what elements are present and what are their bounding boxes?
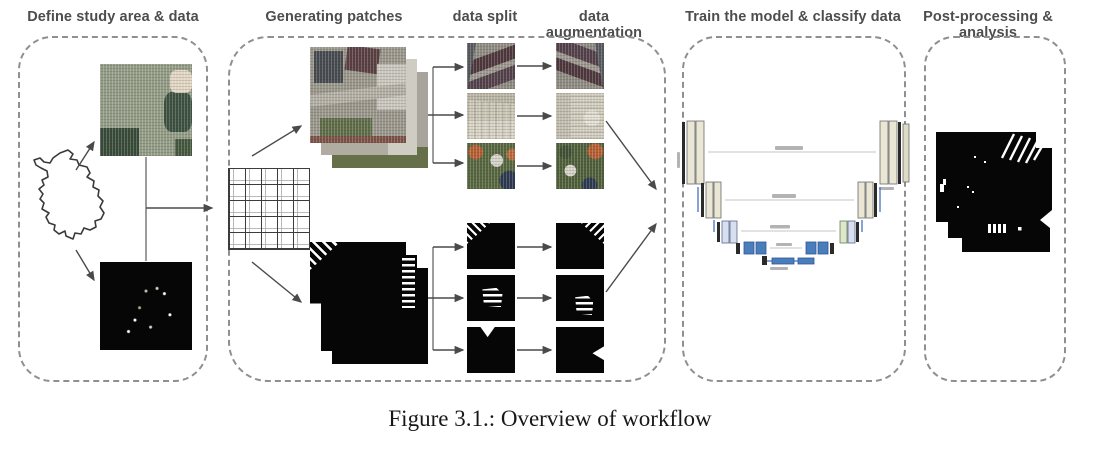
panel-train-model [682, 36, 906, 382]
input-label [677, 152, 680, 168]
forest-area [164, 91, 192, 133]
split-aerial-patch-3 [467, 143, 515, 189]
figure-caption: Figure 3.1.: Overview of workflow [388, 406, 712, 431]
patch-grid [228, 168, 310, 250]
augmented-mask-patch-1 [556, 223, 604, 269]
building-roof [313, 50, 343, 84]
road [310, 83, 406, 107]
panel-title-train-model: Train the model & classify data [685, 9, 901, 25]
panel-title-post-processing: Post-processing & analysis [923, 9, 1053, 41]
forest-area [100, 128, 139, 156]
augmented-aerial-patch-1 [556, 43, 604, 89]
building-roof [344, 47, 381, 75]
panel-post-processing [924, 36, 1066, 382]
panel-title-generating-patches: Generating patches [265, 9, 403, 25]
split-aerial-patch-1 [467, 43, 515, 89]
building-roof [377, 64, 406, 111]
field-area [169, 69, 192, 94]
split-mask-patch-1 [467, 223, 515, 269]
panel-title-define-study-area: Define study area & data [27, 9, 199, 25]
mask-white-stripes [402, 258, 415, 308]
augmented-aerial-patch-2 [556, 93, 604, 139]
study-area-aerial-image [100, 64, 192, 156]
augmented-mask-patch-2 [556, 275, 604, 321]
panel-title-data-split: data split [452, 9, 518, 25]
panel-title-data-augmentation: data augmentation [545, 9, 643, 41]
vegetation [319, 118, 373, 138]
road-edge [310, 136, 406, 143]
split-aerial-patch-2 [467, 93, 515, 139]
split-mask-patch-2 [467, 275, 515, 321]
forest-area [175, 139, 192, 156]
aerial-patch-stack-front [310, 47, 406, 143]
augmented-aerial-patch-3 [556, 143, 604, 189]
study-area-mask-image [100, 262, 192, 350]
augmented-mask-patch-3 [556, 327, 604, 373]
split-mask-patch-3 [467, 327, 515, 373]
